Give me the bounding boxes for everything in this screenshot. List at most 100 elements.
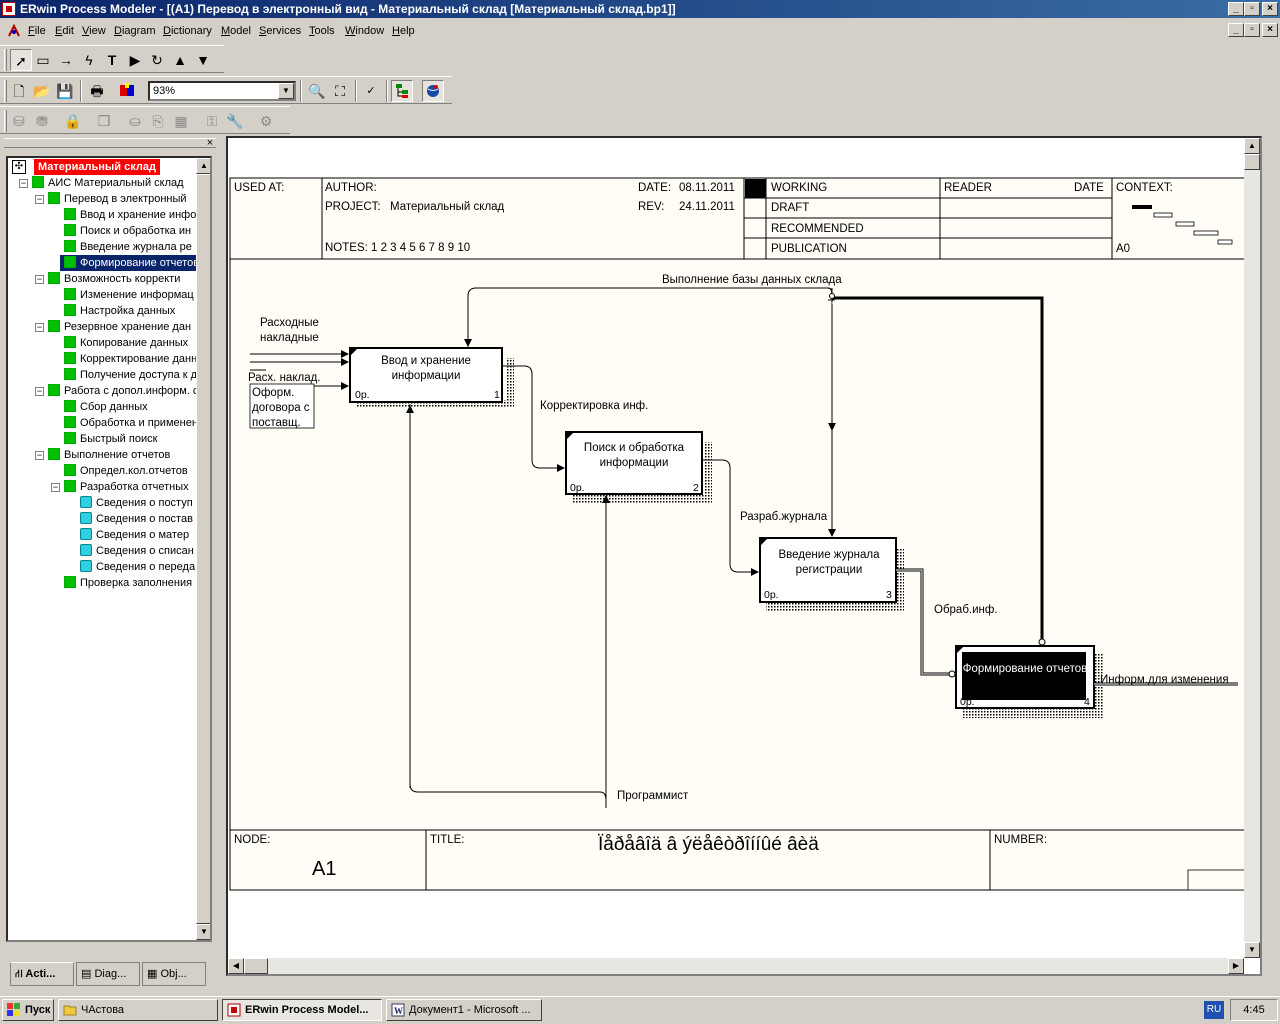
connect-icon[interactable]: ⛁ xyxy=(13,113,25,129)
grid-icon[interactable]: ▦ xyxy=(174,113,188,129)
tree-collapse-icon[interactable]: − xyxy=(19,178,28,188)
go-to-parent-icon[interactable]: ▲ xyxy=(173,52,187,68)
arrow-label-input2[interactable]: Расх. наклад. xyxy=(248,372,321,384)
canvas-scroll-down-icon[interactable]: ▼ xyxy=(1244,942,1260,958)
tree-root[interactable]: Материальный склад xyxy=(34,159,160,175)
canvas-hscroll-thumb[interactable] xyxy=(244,958,268,974)
zoom-fit-icon[interactable]: ⛶ xyxy=(335,83,345,99)
tree-item[interactable]: Сведения о поступ xyxy=(80,495,193,511)
tree-item[interactable]: Настройка данных xyxy=(64,303,175,319)
language-indicator[interactable]: RU xyxy=(1204,1001,1224,1019)
version-icon[interactable]: ⎘ xyxy=(152,113,164,129)
tree-item[interactable]: Выполнение отчетов xyxy=(48,447,170,463)
tree-collapse-icon[interactable]: − xyxy=(35,450,44,460)
document-icon[interactable] xyxy=(6,23,22,38)
canvas-scroll-right-icon[interactable]: ▶ xyxy=(1228,958,1244,974)
menu-diagram[interactable]: Diagram xyxy=(114,25,156,37)
canvas-vscroll-thumb[interactable] xyxy=(1244,154,1260,170)
maximize-button[interactable]: ▫ xyxy=(1244,2,1260,16)
activity-box-2[interactable]: Поиск и обработка информации 0р. 2 xyxy=(565,431,712,504)
menu-model[interactable]: Model xyxy=(221,25,251,37)
tree-vscroll-thumb[interactable] xyxy=(196,174,210,924)
go-to-sibling-icon[interactable]: ▶ xyxy=(129,52,141,68)
tree-item[interactable]: Изменение информац xyxy=(64,287,194,303)
tree-collapse-icon[interactable]: − xyxy=(35,322,44,332)
globe-icon[interactable] xyxy=(422,80,444,102)
new-file-icon[interactable]: 🗋 xyxy=(13,83,25,99)
doc-restore-button[interactable]: ▫ xyxy=(1244,23,1260,37)
tree-item[interactable]: Возможность корректи xyxy=(48,271,180,287)
tree-item[interactable]: Копирование данных xyxy=(64,335,188,351)
note-line2[interactable]: договора с xyxy=(252,402,310,414)
note-line1[interactable]: Оформ. xyxy=(252,387,294,399)
tree-item[interactable]: Перевод в электронный xyxy=(48,191,187,207)
menu-services[interactable]: Services xyxy=(259,25,302,37)
tree-hscroll-thumb[interactable] xyxy=(24,940,72,942)
arrow-label-2-3[interactable]: Разраб.журнала xyxy=(740,511,828,523)
scroll-up-icon[interactable]: ▲ xyxy=(196,158,210,174)
tab-objects[interactable]: ▦ Obj... xyxy=(142,962,206,986)
text-tool-icon[interactable]: T xyxy=(107,52,117,68)
close-button[interactable]: × xyxy=(1262,2,1278,16)
chevron-down-icon[interactable]: ▼ xyxy=(278,83,294,99)
canvas-scroll-up-icon[interactable]: ▲ xyxy=(1244,138,1260,154)
tree-item[interactable]: Работа с допол.информ. с xyxy=(48,383,198,399)
tree-item[interactable]: Быстрый поиск xyxy=(64,431,157,447)
tree-collapse-icon[interactable]: − xyxy=(35,194,44,204)
tree-item[interactable]: Корректирование данн xyxy=(64,351,197,367)
activity-box-tool-icon[interactable]: ▭ xyxy=(36,52,50,68)
open-folder-icon[interactable]: 📂 xyxy=(33,83,51,99)
tree-item[interactable]: Сведения о списан xyxy=(80,543,194,559)
tree-collapse-icon[interactable]: − xyxy=(51,482,60,492)
app-icon[interactable] xyxy=(2,2,16,16)
security-icon[interactable]: ⚿ xyxy=(206,113,218,129)
tree-item[interactable]: Формирование отчетов xyxy=(60,255,199,271)
menu-tools[interactable]: Tools xyxy=(309,25,335,37)
arrow-label-top-control[interactable]: Выполнение базы данных склада xyxy=(662,274,842,286)
lock-icon[interactable]: 🔒 xyxy=(64,113,82,129)
tree-item[interactable]: Определ.кол.отчетов xyxy=(64,463,188,479)
tree-hscrollbar[interactable]: ◀ ▶ xyxy=(8,940,196,942)
rotate-icon[interactable]: ↻ xyxy=(151,52,163,68)
arrow-label-input1-line2[interactable]: накладные xyxy=(260,332,319,344)
tree-item[interactable]: Разработка отчетных xyxy=(64,479,189,495)
zoom-icon[interactable]: 🔍 xyxy=(308,83,326,99)
arrow-tool-icon[interactable]: → xyxy=(59,52,73,68)
wrench-icon[interactable]: 🔧 xyxy=(226,113,244,129)
go-to-child-icon[interactable]: ▼ xyxy=(196,52,210,68)
tree-item[interactable]: Сведения о матер xyxy=(80,527,189,543)
minimize-button[interactable]: _ xyxy=(1228,2,1244,16)
tab-activities[interactable]: ⛙ Acti... xyxy=(10,962,74,986)
tree-vscrollbar[interactable]: ▲ ▼ xyxy=(196,158,210,940)
tree-item[interactable]: Введение журнала ре xyxy=(64,239,192,255)
arrow-label-3-4[interactable]: Обраб.инф. xyxy=(934,604,998,616)
tree-item[interactable]: Сбор данных xyxy=(64,399,148,415)
scroll-right-icon[interactable]: ▶ xyxy=(180,940,196,942)
tree-collapse-icon[interactable]: − xyxy=(35,274,44,284)
tree-item[interactable]: Сведения о постав xyxy=(80,511,193,527)
menu-window[interactable]: Window xyxy=(345,25,385,37)
diagram-canvas[interactable]: USED AT: AUTHOR: PROJECT: Материальный с… xyxy=(226,136,1262,976)
activity-box-1[interactable]: Ввод и хранение информации 0р. 1 xyxy=(349,347,514,408)
squiggle-tool-icon[interactable]: ϟ xyxy=(85,52,93,68)
color-palette-icon[interactable] xyxy=(116,80,138,102)
menu-help[interactable]: Help xyxy=(392,25,415,37)
scroll-down-icon[interactable]: ▼ xyxy=(196,924,210,940)
arrow-label-output[interactable]: Информ.для изменения xyxy=(1100,674,1229,686)
canvas-hscrollbar[interactable]: ◀ ▶ xyxy=(228,958,1244,974)
canvas-vscrollbar[interactable]: ▲ ▼ xyxy=(1244,138,1260,958)
tab-diagrams[interactable]: ▤ Diag... xyxy=(76,962,140,986)
print-icon[interactable]: 🖶 xyxy=(90,83,104,99)
arrow-label-input1-line1[interactable]: Расходные xyxy=(260,317,319,329)
tree-item[interactable]: Получение доступа к д xyxy=(64,367,197,383)
arrow-label-1-2[interactable]: Корректировка инф. xyxy=(540,400,648,412)
library-icon[interactable]: ❒ xyxy=(97,113,111,129)
pointer-tool-icon[interactable]: ➚ xyxy=(10,49,32,71)
canvas-scroll-left-icon[interactable]: ◀ xyxy=(228,958,244,974)
activity-box-4[interactable]: Формирование отчетов 0р. 4 xyxy=(955,645,1104,718)
settings-icon[interactable]: ⚙ xyxy=(259,113,273,129)
start-button[interactable]: Пуск xyxy=(2,999,54,1021)
task-word[interactable]: W Документ1 - Microsoft ... xyxy=(386,999,542,1021)
task-folder[interactable]: ЧАстова xyxy=(58,999,218,1021)
tree-item[interactable]: Обработка и применен xyxy=(64,415,198,431)
